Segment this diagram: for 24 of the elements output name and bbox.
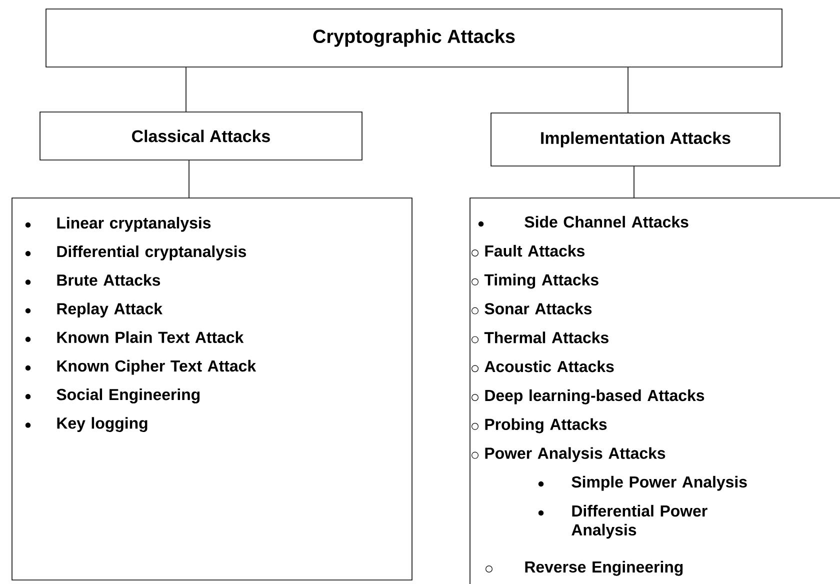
list-item: Simple Power Analysis [538, 476, 747, 491]
list-item: Reverse Engineering [486, 560, 683, 576]
list-item: Timing Attacks [472, 274, 598, 289]
list-item: Brute Attacks [25, 274, 160, 286]
category-box: Cryptographic Attacks [46, 8, 782, 68]
list-item: Key logging [25, 417, 148, 432]
list-item: Known Plain Text Attack [25, 331, 244, 343]
list-item: Replay Attack [25, 302, 162, 318]
list-item: Linear cryptanalysis [25, 216, 211, 232]
list-item: Probing Attacks [472, 418, 607, 434]
category-box: Classical Attacks [40, 112, 362, 160]
list-item: Fault Attacks [472, 244, 584, 257]
connector-line [188, 160, 190, 198]
list-item: Deep learning-based Attacks [472, 389, 704, 404]
list-item: Sonar Attacks [472, 302, 592, 314]
list-item: Differential Power Analysis [538, 504, 708, 539]
list-item: Acoustic Attacks [472, 360, 614, 372]
list-item: Side Channel Attacks [478, 216, 688, 228]
category-box: Implementation Attacks [490, 112, 780, 166]
list-item: Known Cipher Text Attack [25, 360, 256, 375]
list-item: Power Analysis Attacks [472, 447, 666, 462]
list-item: Social Engineering [25, 388, 200, 404]
list-item: Thermal Attacks [472, 332, 608, 344]
list-item: Differential cryptanalysis [25, 246, 246, 260]
